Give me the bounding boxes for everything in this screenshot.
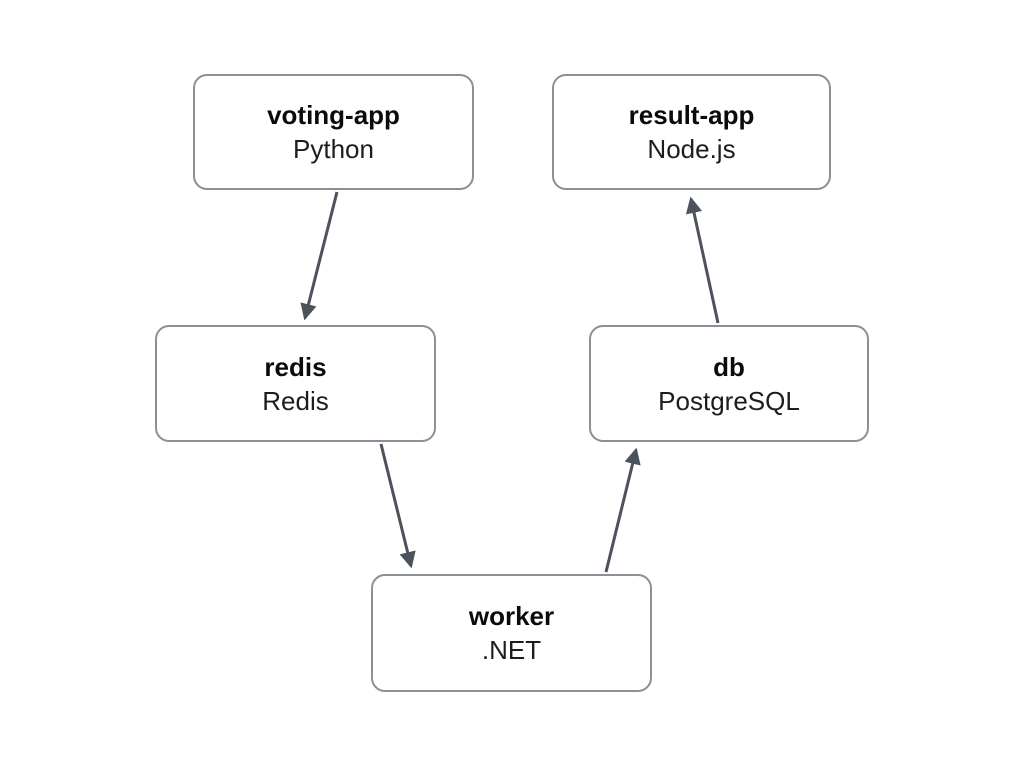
node-subtitle: Redis	[262, 385, 329, 416]
node-title: voting-app	[267, 100, 400, 130]
node-subtitle: Python	[293, 134, 374, 164]
node-title: result-app	[628, 100, 755, 130]
node-title: redis	[264, 351, 327, 382]
edge-worker-to-db	[604, 447, 641, 573]
node-subtitle: .NET	[481, 635, 542, 665]
node-voting-app: voting-app Python	[193, 74, 474, 190]
node-title: db	[713, 351, 745, 382]
node-redis: redis Redis	[155, 325, 436, 442]
node-db: db PostgreSQL	[589, 325, 869, 442]
node-result-app: result-app Node.js	[552, 74, 831, 190]
edge-redis-to-worker	[379, 443, 416, 569]
node-worker: worker .NET	[371, 574, 652, 692]
node-title: worker	[468, 601, 555, 631]
edge-voting-app-to-redis	[300, 191, 339, 321]
edge-db-to-result-app	[685, 196, 720, 324]
node-subtitle: PostgreSQL	[658, 385, 800, 416]
node-subtitle: Node.js	[647, 134, 736, 164]
